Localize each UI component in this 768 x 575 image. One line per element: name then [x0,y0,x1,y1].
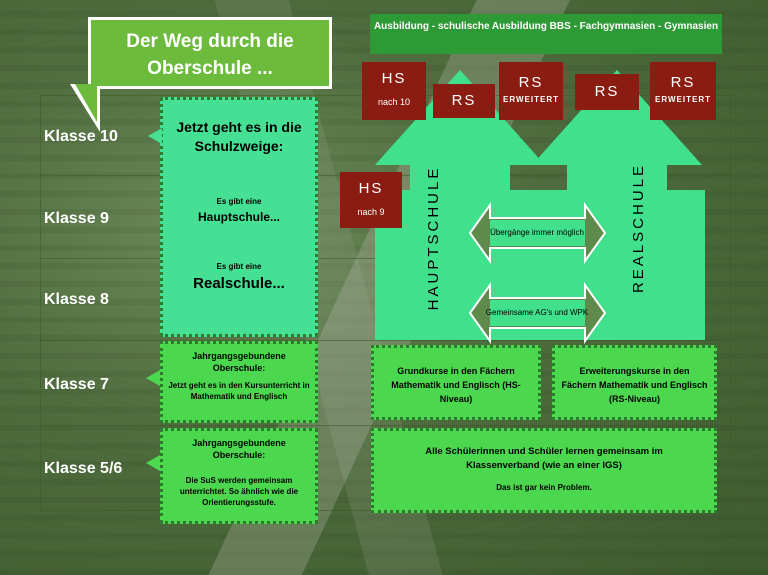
abschluss-rs-erweitert: RS ERWEITERT [499,62,563,120]
schulzweige-heading: Jetzt geht es in die Schulzweige: [176,119,302,154]
ausbildung-box: Ausbildung - schulische Ausbildung BBS -… [370,14,722,54]
ausbildung-text: Ausbildung - schulische Ausbildung BBS -… [373,21,719,32]
page-title-text: Der Weg durch die Oberschule ... [126,31,294,79]
kein-problem-text: Das ist gar kein Problem. [496,483,592,492]
abschluss-small: ERWEITERT [503,95,559,104]
abschluss-rs-erweitert-2: RS ERWEITERT [650,62,716,120]
grid-line [730,95,731,510]
klasse-10-label: Klasse 10 [44,128,118,145]
abschluss-small: nach 10 [377,97,411,107]
abschluss-rs: RS [433,84,495,118]
klasse-56-label: Klasse 5/6 [44,460,123,477]
abschluss-big: RS [451,92,477,109]
title-pointer-inner [75,84,97,122]
grid-line [40,95,41,510]
abschluss-big: RS [594,83,620,100]
abschluss-big: HS [358,180,384,197]
grundkurse-text: Grundkurse in den Fächern Mathematik und… [391,366,521,404]
abschluss-hs-nach-9: HS nach 9 [340,172,402,228]
realschule-arrow-label: REALSCHULE [630,162,647,294]
klasse56-text: Die SuS werden gemeinsam unterrichtet. S… [179,476,299,507]
rs-intro: Es gibt eine [216,262,262,271]
uebergaenge-label: Übergänge immer möglich [490,228,584,237]
grid-line [40,425,730,426]
erweiterungskurse-text: Erweiterungskurse in den Fächern Mathema… [561,366,708,404]
klasse7-pointer [146,370,160,386]
abschluss-hs-nach-10: HS nach 10 [362,62,426,120]
rs-name: Realschule... [193,275,285,292]
klasse56-pointer [146,455,160,471]
klasse56-box: Jahrgangsgebundene Oberschule: Die SuS w… [160,428,318,524]
klasse7-title: Jahrgangsgebundene Oberschule: [192,351,286,373]
abschluss-small: ERWEITERT [655,95,711,104]
klasse7-box: Jahrgangsgebundene Oberschule: Jetzt geh… [160,341,318,423]
abschluss-big: HS [381,70,407,87]
grundkurse-box: Grundkurse in den Fächern Mathematik und… [371,345,541,420]
uebergaenge-bg [490,220,585,246]
page-title: Der Weg durch die Oberschule ... [88,17,332,89]
klasse56-title: Jahrgangsgebundene Oberschule: [192,438,286,460]
klasse-7-label: Klasse 7 [44,376,109,393]
klasse7-text: Jetzt geht es in den Kursunterricht in M… [168,381,310,401]
gemeinsam-box: Alle Schülerinnen und Schüler lernen gem… [371,428,717,513]
abschluss-small: nach 9 [357,207,385,217]
hs-intro: Es gibt eine [216,197,262,206]
hauptschule-arrow-label: HAUPTSCHULE [425,165,442,311]
klasse-9-label: Klasse 9 [44,210,109,227]
abschluss-rs-2: RS [575,74,639,110]
gemeinsame-bg [490,300,585,326]
gemeinsam-text: Alle Schülerinnen und Schüler lernen gem… [425,446,663,471]
abschluss-big: RS [670,74,696,91]
erweiterungskurse-box: Erweiterungskurse in den Fächern Mathema… [552,345,717,420]
schulzweige-box [160,97,318,337]
schulzweige-pointer [148,128,162,144]
hs-name: Hauptschule... [197,210,280,224]
grid-line [40,340,730,341]
gemeinsame-label: Gemeinsame AG's und WPK [485,308,589,317]
abschluss-big: RS [518,74,544,91]
klasse-8-label: Klasse 8 [44,291,109,308]
